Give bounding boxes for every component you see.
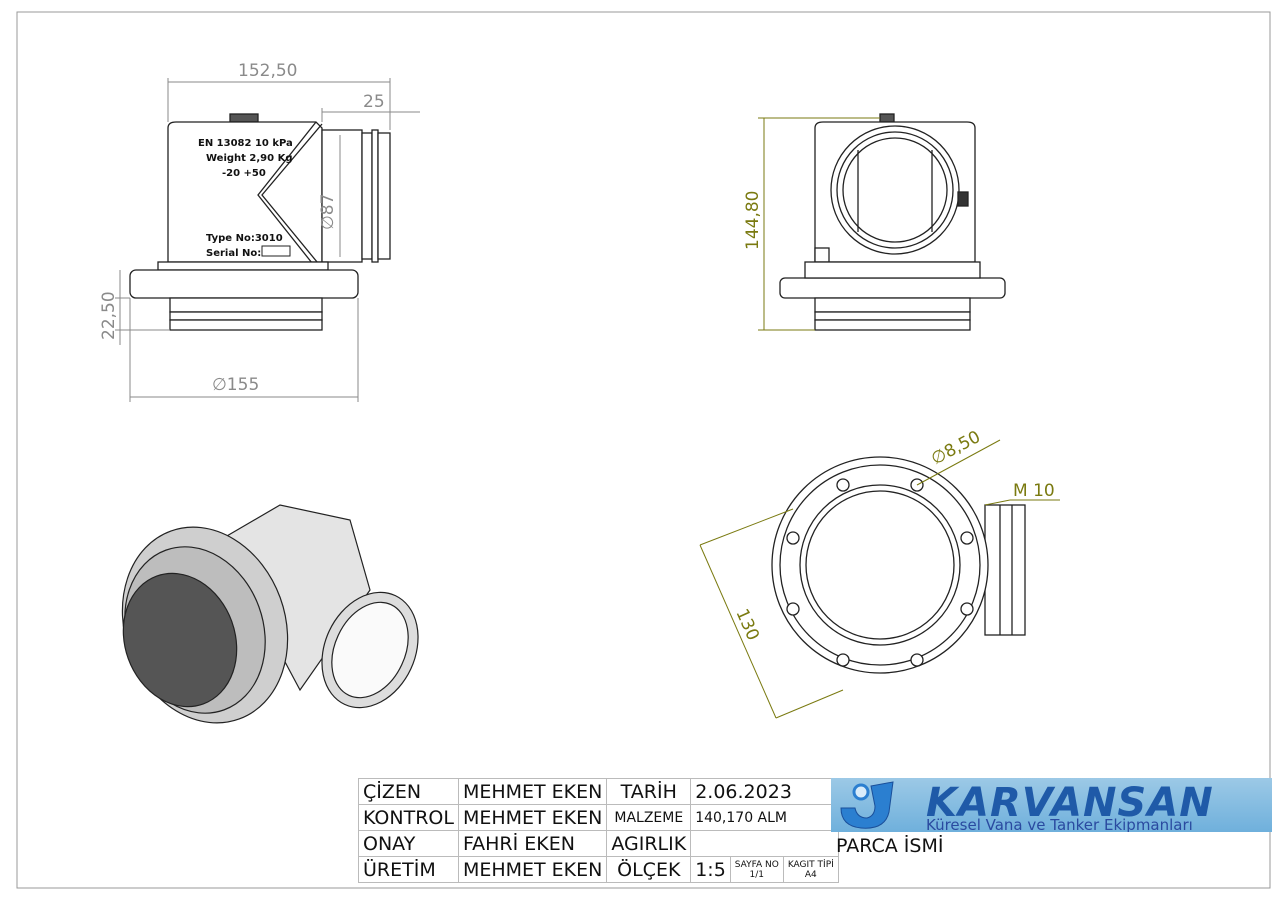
role-cell: ONAY [358,830,459,857]
label-standard: EN 13082 10 kPa [198,138,293,149]
front-view [129,113,391,331]
dim-thread: M 10 [1013,481,1055,501]
name-cell: MEHMET EKEN [457,804,608,831]
dim-height: 144,80 [743,191,763,250]
label-serial: Serial No: [206,248,261,259]
field-cell: MALZEME [606,804,692,831]
logo-mark-icon [840,781,894,829]
scale-value: 1:5 [690,856,731,883]
isometric-view [121,504,419,724]
label-temperature: -20 +50 [222,168,266,179]
value-cell: 140,170 ALM [690,804,839,831]
sheet-border [16,11,1271,889]
paper-type: A4 [804,869,817,880]
paper-label: KAGIT TİPİ [787,859,834,870]
bottom-view [771,456,1026,674]
name-cell: MEHMET EKEN [457,778,608,805]
part-name-label: PARCA İSMİ [836,835,944,857]
dim-flange-diameter: ∅155 [212,375,259,395]
role-cell: KONTROL [358,804,459,831]
dim-flange-height: 22,50 [99,291,119,340]
field-cell: AGIRLIK [606,830,692,857]
side-view [779,113,1006,331]
role-cell: ÜRETİM [358,856,459,883]
logo-tagline: Küresel Vana ve Tanker Ekipmanları [926,816,1193,832]
name-cell: MEHMET EKEN [457,856,608,883]
value-cell [690,830,839,857]
logo-name: KARVANSAN [926,780,1214,826]
dim-pipe-diameter: ∅87 [318,194,338,230]
field-cell: ÖLÇEK [606,856,692,883]
value-cell: 2.06.2023 [690,778,839,805]
company-logo: KARVANSAN Küresel Vana ve Tanker Ekipman… [831,778,1272,832]
side-view-dimensions [758,117,880,331]
dim-overall-width: 152,50 [238,61,297,81]
sheet-no-label: SAYFA NO [734,859,779,870]
field-cell: TARİH [606,778,692,805]
sheet-no: 1/1 [749,869,765,880]
dim-pipe-length: 25 [363,92,385,112]
dim-hole-diameter: ∅8,50 [928,427,984,469]
role-cell: ÇİZEN [358,778,459,805]
dim-bolt-circle: 130 [731,606,762,644]
label-weight: Weight 2,90 Kg [206,153,292,164]
label-type: Type No:3010 [206,233,283,244]
name-cell: FAHRİ EKEN [457,830,608,857]
front-view-dimensions [115,78,420,402]
bottom-view-dimensions [699,439,1060,719]
